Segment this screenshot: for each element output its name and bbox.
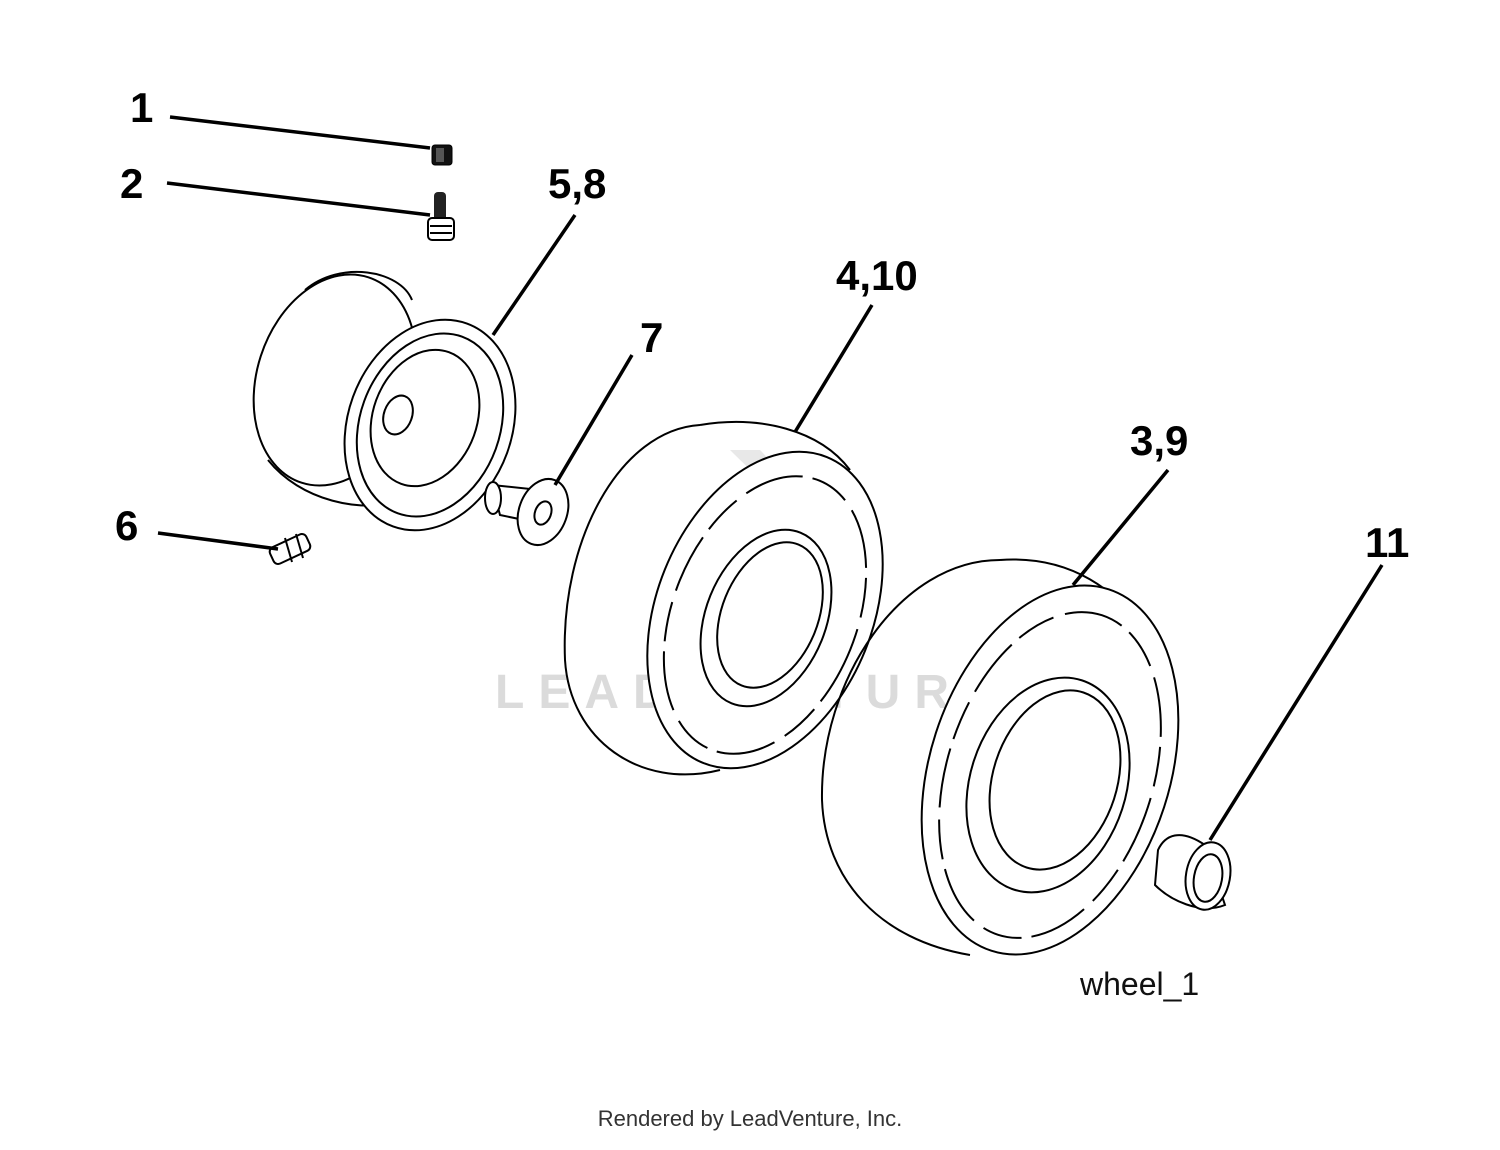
callout-3-9: 3,9 [1130, 417, 1188, 464]
callout-6: 6 [115, 502, 138, 549]
wheel-rim-part [252, 270, 517, 532]
callout-11: 11 [1365, 519, 1409, 566]
render-credit: Rendered by LeadVenture, Inc. [597, 1106, 903, 1131]
tire-part-3-9 [820, 558, 1180, 956]
leader-11 [1208, 564, 1384, 841]
callout-7: 7 [640, 314, 663, 361]
tire-part-4-10 [563, 421, 884, 776]
valve-cap-part [431, 144, 453, 166]
leader-lines [157, 115, 1384, 841]
callout-5-8: 5,8 [548, 160, 606, 207]
leader-1 [169, 115, 431, 150]
valve-stem-part [427, 192, 455, 241]
leader-6 [157, 531, 279, 551]
bushing-part [484, 478, 570, 546]
leader-4-10 [793, 304, 874, 433]
leader-5-8 [491, 214, 577, 336]
leader-7 [553, 354, 634, 486]
callout-4-10: 4,10 [836, 252, 918, 299]
hub-cap-part [1153, 834, 1232, 911]
leader-3-9 [1071, 468, 1170, 587]
leader-2 [166, 181, 431, 217]
callout-2: 2 [120, 160, 143, 207]
figure-id-label: wheel_1 [1079, 966, 1199, 1002]
grease-fitting-part [268, 533, 312, 565]
callout-1: 1 [130, 84, 153, 131]
